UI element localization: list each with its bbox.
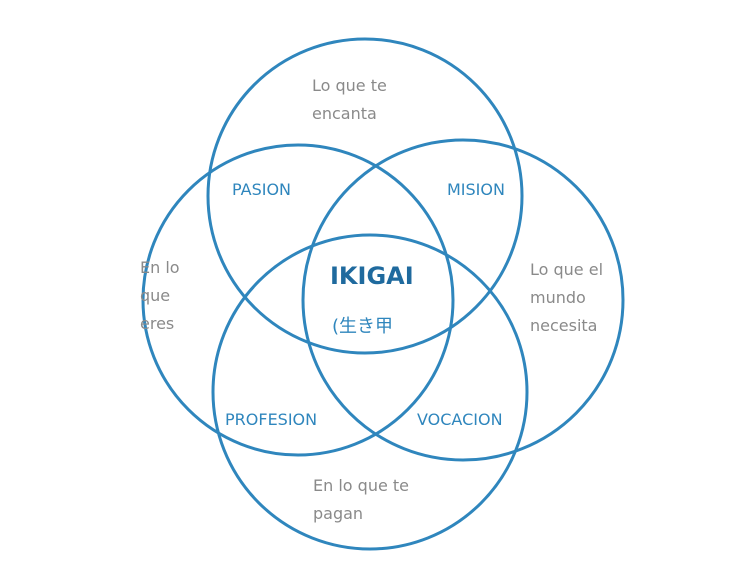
text-line: Lo que el (530, 260, 604, 279)
label-vocacion: VOCACION (417, 410, 503, 429)
center-subtitle: (生き甲 (332, 316, 394, 337)
circle-paid-for (211, 233, 529, 551)
label-profesion: PROFESION (225, 410, 318, 429)
circle-world-needs (301, 138, 625, 462)
text-line: En lo que te (313, 476, 409, 495)
text-line: En lo (140, 258, 180, 277)
text-line: necesita (530, 316, 598, 335)
circle-love (206, 37, 524, 355)
text-line: encanta (312, 104, 377, 123)
label-mision: MISION (447, 180, 505, 199)
text-line: eres (140, 314, 175, 333)
text-line: pagan (313, 504, 364, 523)
label-pasion: PASION (232, 180, 292, 199)
circle-top-text: Lo que te encanta (312, 72, 387, 128)
circle-good-at (141, 143, 455, 457)
circle-bottom-text: En lo que te pagan (313, 472, 409, 528)
circle-left-text: En lo que eres (140, 254, 180, 338)
text-line: Lo que te (312, 76, 387, 95)
text-line: que (140, 286, 171, 305)
circle-right-text: Lo que el mundo necesita (530, 256, 603, 340)
center-title: IKIGAI (330, 262, 414, 290)
text-line: mundo (530, 288, 586, 307)
